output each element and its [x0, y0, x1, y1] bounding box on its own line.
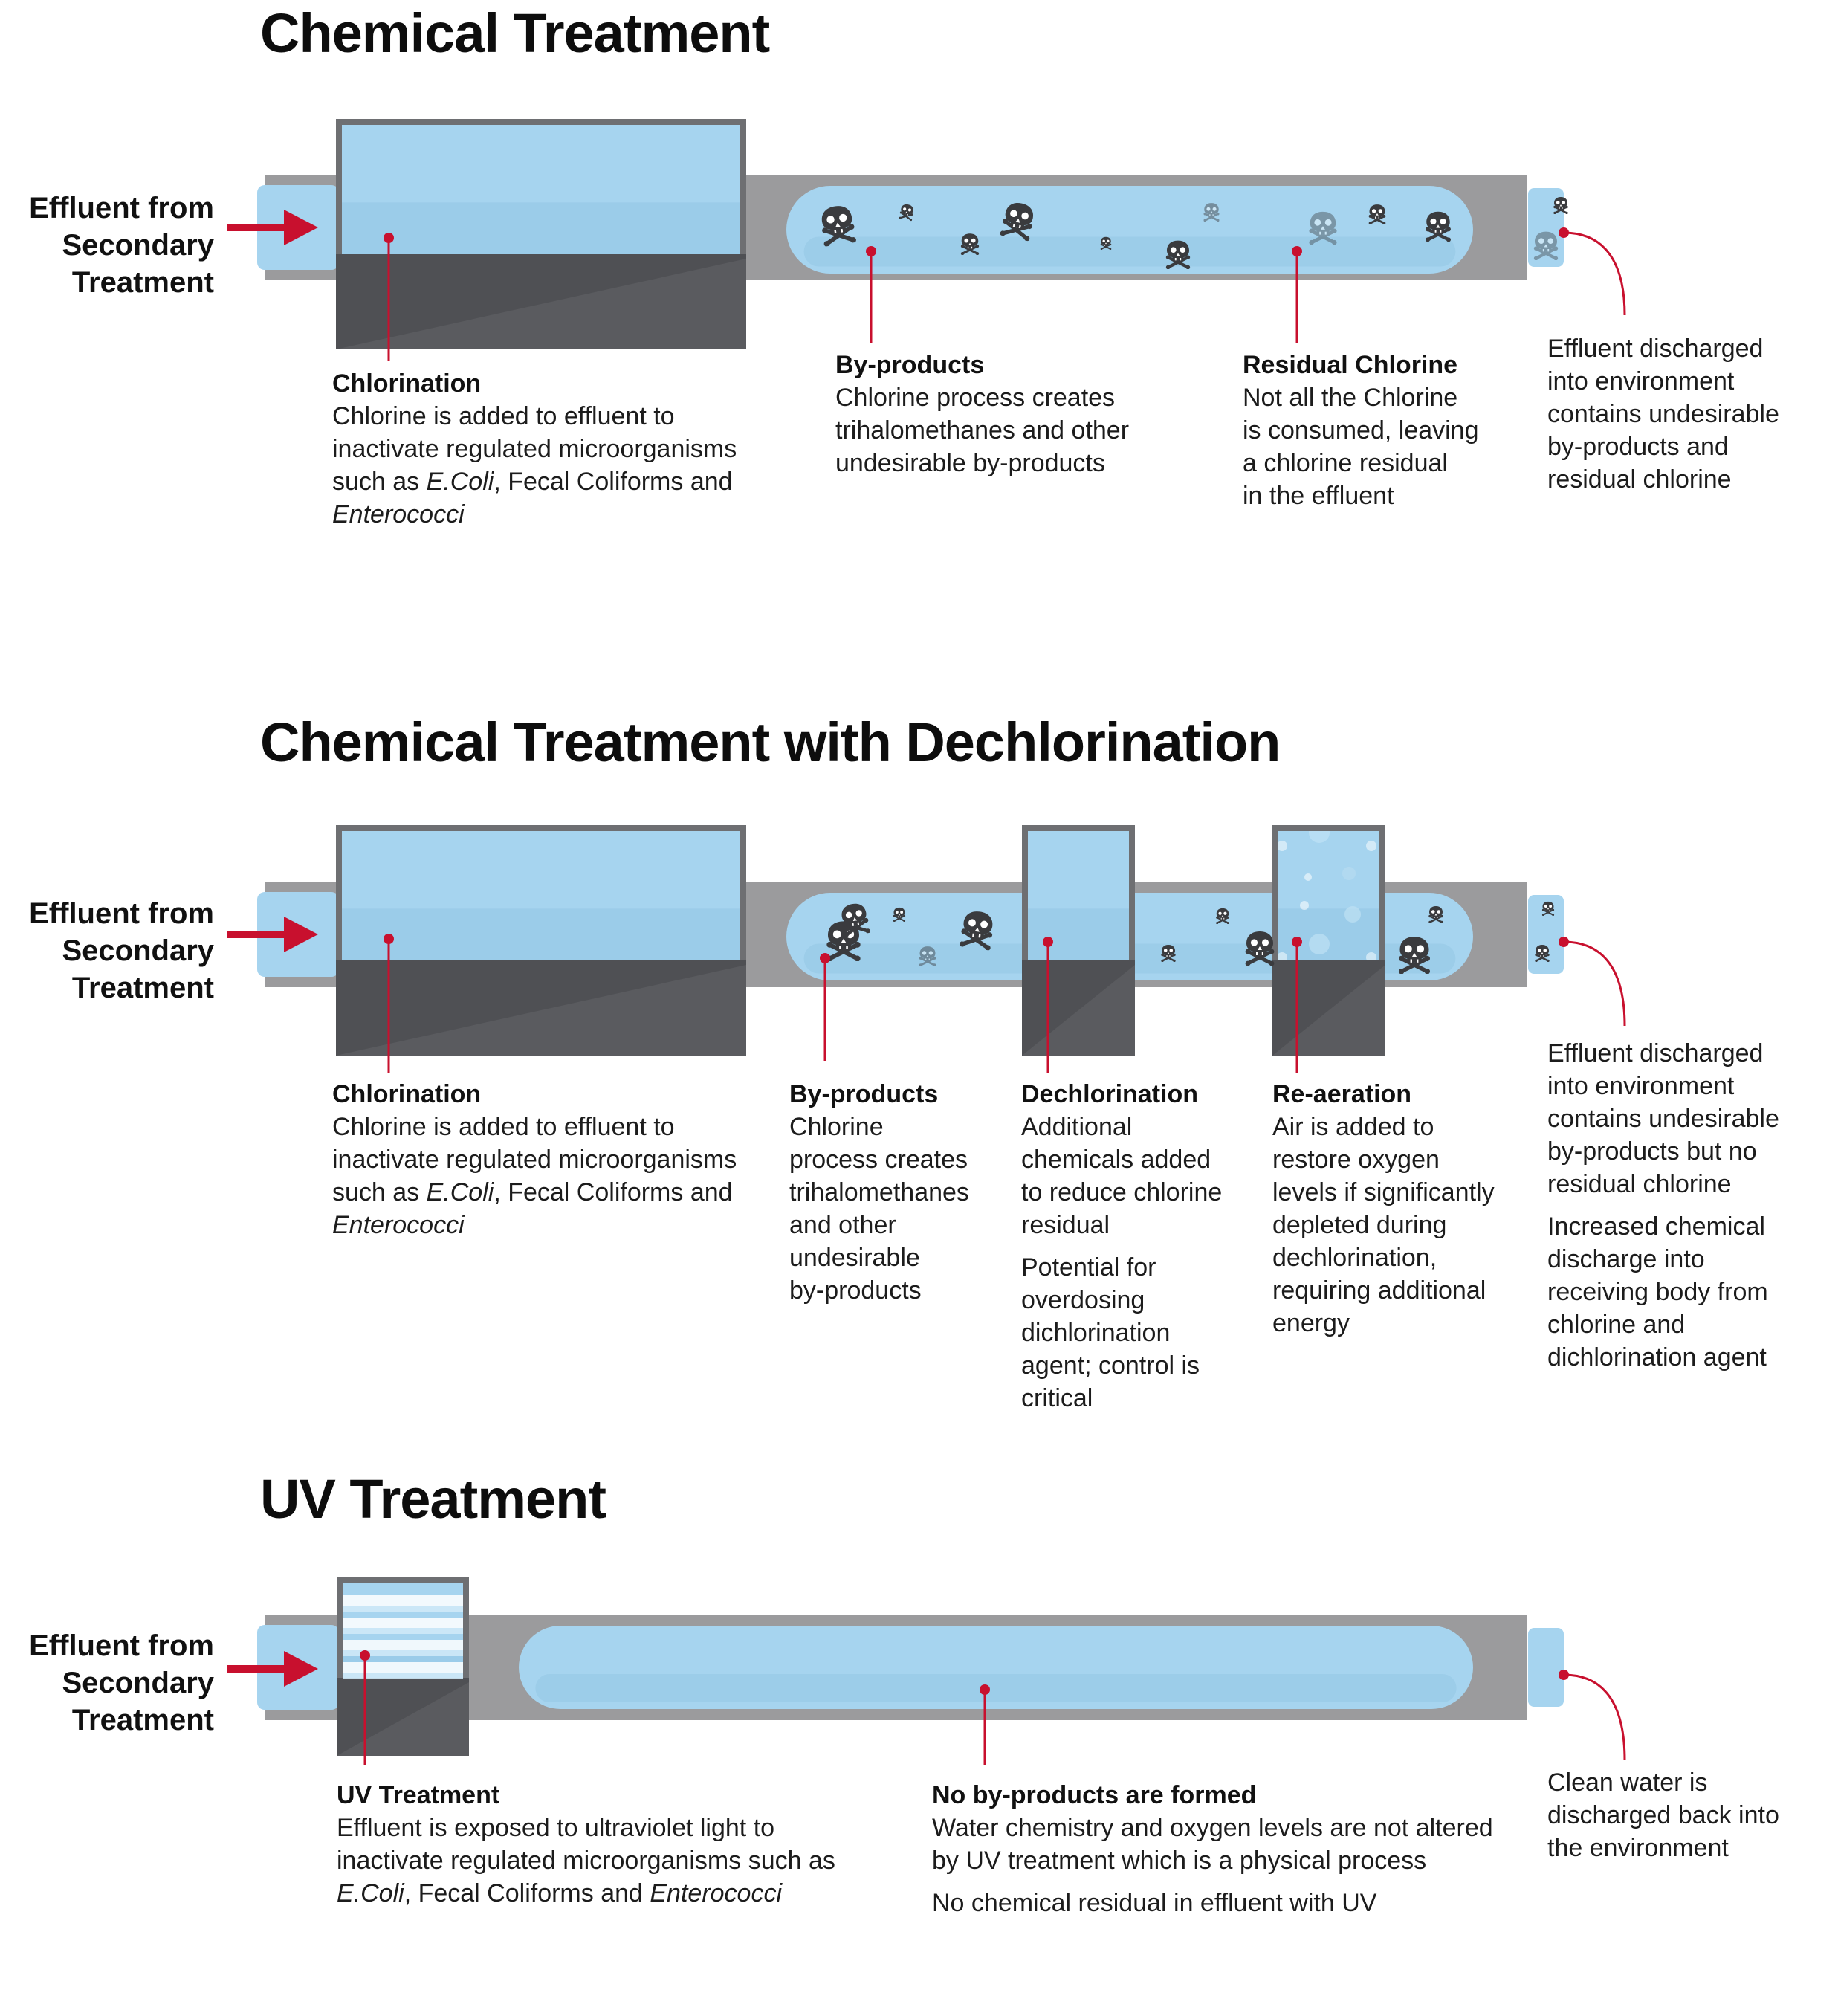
- chlorination-label: Chlorination Chlorine is added to efflue…: [332, 1080, 737, 1239]
- by-products-label: By-products Chlorine process creates tri…: [835, 351, 1130, 477]
- inflow-arrow-icon: [227, 917, 318, 952]
- callout-dot: [980, 1684, 990, 1695]
- section-title: UV Treatment: [260, 1468, 606, 1530]
- dechlorination-label: Dechlorination Additional chemicals adde…: [1021, 1080, 1223, 1412]
- callout-dot: [1559, 1670, 1569, 1680]
- inflow-arrow-icon: [227, 210, 318, 245]
- re-aeration-label: Re-aeration Air is added to restore oxyg…: [1272, 1080, 1495, 1337]
- uv-treatment-label: UV Treatment Effluent is exposed to ultr…: [337, 1781, 835, 1907]
- callout-dot: [1292, 937, 1302, 947]
- aeration-tank: [1272, 825, 1385, 1056]
- by-products-label: By-products Chlorine process creates tri…: [789, 1080, 969, 1305]
- callout-line: [1563, 1673, 1626, 1761]
- uv-reactor: [337, 1577, 469, 1756]
- callout-dot: [384, 934, 394, 944]
- chlorination-tank: [336, 825, 746, 1056]
- chlorination-tank: [336, 119, 746, 349]
- reaction-chamber: [786, 186, 1473, 274]
- callout-dot: [820, 953, 830, 963]
- callout-dot: [866, 246, 876, 256]
- dechlorination-tank: [1022, 825, 1135, 1056]
- callout-dot: [1559, 937, 1569, 947]
- uv-lamp-icon: [343, 1618, 463, 1628]
- uv-lamp-icon: [343, 1662, 463, 1673]
- callout-dot: [384, 233, 394, 243]
- uv-lamp-icon: [343, 1595, 463, 1606]
- uv-lamp-icon: [343, 1640, 463, 1650]
- flow-chamber: [519, 1626, 1473, 1709]
- callout-dot: [1559, 227, 1569, 238]
- discharge-label: Clean water is discharged back into the …: [1547, 1768, 1779, 1862]
- inlet-label: Effluent from Secondary Treatment: [29, 897, 214, 1004]
- callout-dot: [360, 1650, 370, 1661]
- discharge-label: Effluent discharged into environment con…: [1547, 1039, 1779, 1372]
- inlet-label: Effluent from Secondary Treatment: [29, 192, 214, 299]
- outlet-water: [1528, 1628, 1564, 1707]
- callout-line: [1563, 940, 1626, 1027]
- residual-chlorine-label: Residual Chlorine Not all the Chlorine i…: [1243, 351, 1479, 510]
- callout-line: [1563, 231, 1626, 316]
- callout-dot: [1043, 937, 1053, 947]
- section-title: Chemical Treatment with Dechlorination: [260, 711, 1281, 773]
- chlorination-label: Chlorination Chlorine is added to efflue…: [332, 369, 737, 529]
- inflow-arrow-icon: [227, 1651, 318, 1687]
- section-title: Chemical Treatment: [260, 2, 770, 64]
- callout-dot: [1292, 246, 1302, 256]
- discharge-label: Effluent discharged into environment con…: [1547, 335, 1779, 494]
- no-by-products-label: No by-products are formed Water chemistr…: [932, 1781, 1493, 1917]
- inlet-label: Effluent from Secondary Treatment: [29, 1629, 214, 1736]
